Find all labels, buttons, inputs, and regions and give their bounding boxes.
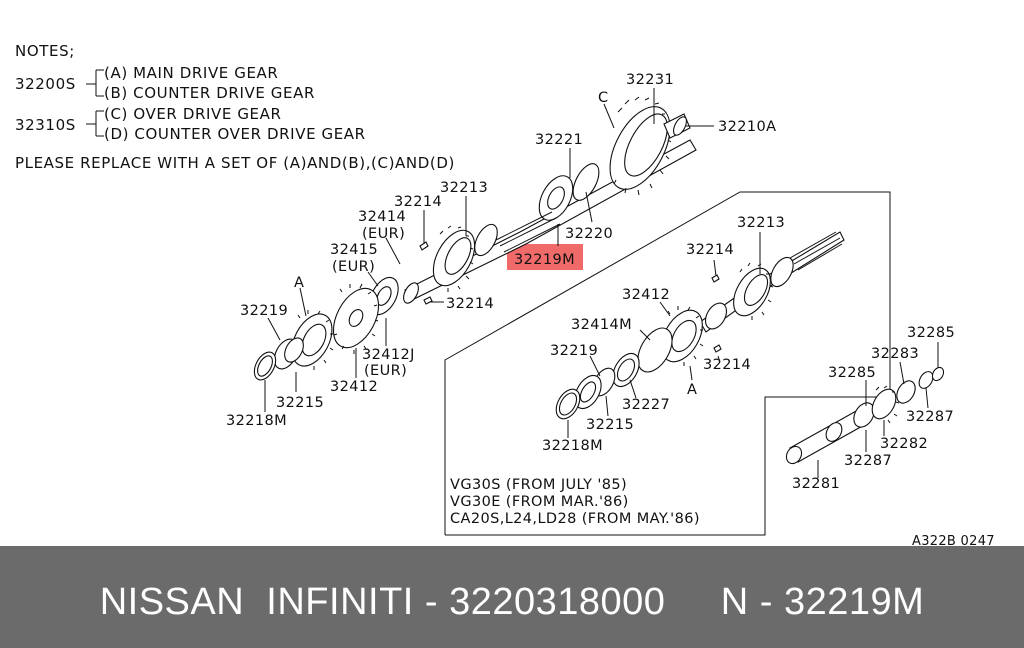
label-a-box: A — [687, 382, 697, 398]
speedo-assembly — [785, 366, 945, 465]
label-32412-left: 32412 — [330, 379, 378, 395]
label-eur-3: (EUR) — [364, 363, 407, 379]
label-32287-b: 32287 — [844, 453, 892, 469]
replace-note: PLEASE REPLACE WITH A SET OF (A)AND(B),(… — [15, 154, 455, 172]
label-32285-a: 32285 — [907, 325, 955, 341]
label-32415: 32415 — [330, 242, 378, 258]
note-b: (B) COUNTER DRIVE GEAR — [104, 84, 315, 102]
label-32283: 32283 — [871, 346, 919, 362]
label-32215-box: 32215 — [586, 417, 634, 433]
parts-diagram: NOTES; 32200S (A) MAIN DRIVE GEAR (B) CO… — [15, 42, 995, 546]
label-32215-left: 32215 — [276, 395, 324, 411]
note-c: (C) OVER DRIVE GEAR — [104, 105, 282, 123]
note-a: (A) MAIN DRIVE GEAR — [104, 64, 278, 82]
label-32219-left: 32219 — [240, 303, 288, 319]
label-eur-1: (EUR) — [362, 226, 405, 242]
label-32218m-left: 32218M — [226, 413, 287, 429]
label-c: C — [598, 90, 609, 106]
box-note-2: VG30E (FROM MAR.'86) — [450, 494, 629, 510]
label-32220: 32220 — [565, 226, 613, 242]
note-d: (D) COUNTER OVER DRIVE GEAR — [104, 125, 366, 143]
label-32281: 32281 — [792, 476, 840, 492]
main-shaft-assembly — [253, 96, 697, 381]
footer-part-text: NISSAN INFINITI - 3220318000 N - 32219M — [99, 580, 925, 623]
group2-code: 32310S — [15, 116, 76, 134]
bracket-2 — [86, 110, 104, 137]
label-32210a: 32210A — [718, 119, 776, 135]
label-32214-b: 32214 — [446, 296, 494, 312]
label-32287-a: 32287 — [906, 409, 954, 425]
label-32221: 32221 — [535, 132, 583, 148]
label-32412-box: 32412 — [622, 287, 670, 303]
label-32231: 32231 — [626, 72, 674, 88]
label-32213-box: 32213 — [737, 215, 785, 231]
notes-heading: NOTES; — [15, 42, 75, 60]
label-32414: 32414 — [358, 209, 406, 225]
label-32214-box2: 32214 — [703, 357, 751, 373]
label-32214-a: 32214 — [394, 194, 442, 210]
label-32285-b: 32285 — [828, 365, 876, 381]
label-32219-box: 32219 — [550, 343, 598, 359]
box-note-3: CA20S,L24,LD28 (FROM MAY.'86) — [450, 511, 700, 527]
label-a-left: A — [294, 275, 304, 291]
footer-banner: NISSAN INFINITI - 3220318000 N - 32219M — [0, 546, 1024, 648]
inset-shaft-assembly — [555, 231, 845, 420]
leader-lines — [264, 88, 939, 478]
label-32414m: 32414M — [571, 317, 632, 333]
bracket-1 — [86, 69, 104, 97]
highlight-32219m — [507, 244, 583, 270]
label-32227: 32227 — [622, 397, 670, 413]
label-32282: 32282 — [880, 436, 928, 452]
inset-box — [444, 191, 891, 536]
label-32219m: 32219M — [514, 252, 575, 268]
label-32218m-box: 32218M — [542, 438, 603, 454]
group1-code: 32200S — [15, 75, 76, 93]
figure-code: A322B 0247 — [912, 534, 995, 546]
box-note-1: VG30S (FROM JULY '85) — [450, 477, 627, 493]
label-32214-box: 32214 — [686, 242, 734, 258]
label-32213-top: 32213 — [440, 180, 488, 196]
label-32412j: 32412J — [362, 347, 415, 363]
label-eur-2: (EUR) — [332, 259, 375, 275]
